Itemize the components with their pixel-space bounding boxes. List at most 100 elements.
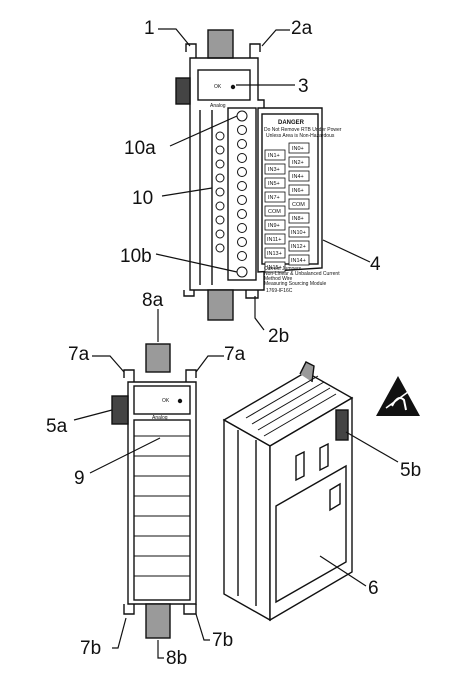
danger-line-1: Do Not Remove RTB Under Power (264, 127, 342, 133)
terminal-point (215, 229, 225, 239)
iso-front-face (223, 418, 271, 622)
bottom-ok-led-icon (177, 398, 183, 404)
iso-side-connector (335, 409, 349, 441)
top-bottom-bracket (183, 290, 259, 299)
callout-7a-right: 7a (224, 344, 246, 365)
terminal-screw (236, 110, 248, 122)
callout-10a: 10a (124, 138, 156, 159)
ok-led-icon (230, 84, 236, 90)
terminal-label-left: IN15+ (267, 265, 282, 271)
terminal-label-right: IN8+ (292, 216, 304, 222)
top-din-latch-upper (207, 29, 234, 59)
callout-5a: 5a (46, 416, 68, 437)
top-din-latch-lower (207, 289, 234, 321)
top-module-body (189, 57, 265, 291)
bottom-analog-label: Analog (152, 415, 168, 421)
bottom-line-4: Measuring Sourcing Module (264, 281, 326, 287)
iso-side-face (269, 396, 353, 622)
part-number: 1769-IF16C (266, 288, 293, 294)
top-ok-label: OK (214, 84, 222, 90)
terminal-label-right: IN12+ (291, 244, 306, 250)
bottom-ok-label: OK (162, 398, 170, 404)
terminal-point (215, 159, 225, 169)
iso-top-latch (299, 361, 315, 383)
callout-5b: 5b (400, 460, 421, 481)
iso-lower-latch (329, 482, 341, 512)
bottom-module (111, 343, 197, 639)
iso-leaders (319, 431, 399, 587)
callout-9: 9 (74, 468, 85, 489)
callout-3: 3 (298, 76, 309, 97)
bottom-line-2: Non-Linear & Unbalanced Current (264, 271, 340, 277)
bottom-line-1: Current Jumpers (264, 266, 302, 272)
terminal-point (215, 215, 225, 225)
callout-7b-left: 7b (80, 638, 101, 659)
bottom-upper-bracket (123, 369, 197, 382)
terminal-screw (237, 223, 247, 233)
terminal-block (227, 107, 257, 281)
bottom-din-latch-lower (145, 603, 171, 639)
callout-2b: 2b (268, 326, 289, 347)
callout-8a: 8a (142, 290, 164, 311)
callout-2a: 2a (291, 18, 313, 39)
terminal-label-left: IN3+ (268, 167, 280, 173)
terminal-label-left: IN11+ (267, 237, 281, 243)
door-slats (134, 435, 190, 577)
terminal-point (215, 145, 225, 155)
terminal-screw (237, 251, 247, 261)
top-analog-label: Analog (210, 103, 226, 109)
terminal-label-left: COM (268, 209, 281, 215)
bottom-line-3: Method Wire (264, 276, 293, 282)
terminal-screw (237, 181, 247, 191)
top-leaders (155, 28, 371, 331)
callout-10b: 10b (120, 246, 152, 267)
terminal-screw (237, 167, 247, 177)
terminal-label-right: IN10+ (291, 230, 306, 236)
callout-6: 6 (368, 578, 379, 599)
terminal-screws (215, 110, 248, 278)
terminal-label-left: IN1+ (268, 153, 280, 159)
terminal-screw (237, 195, 247, 205)
iso-label-panel (275, 464, 347, 604)
terminal-label-right: IN14+ (291, 258, 306, 264)
terminal-label-right: IN4+ (292, 174, 304, 180)
callout-10: 10 (132, 188, 153, 209)
terminal-point (215, 243, 225, 253)
terminal-label-left: IN9+ (268, 223, 280, 229)
terminal-label-left: IN7+ (268, 195, 280, 201)
terminal-screw (237, 153, 247, 163)
terminal-point (215, 131, 225, 141)
terminal-point (215, 187, 225, 197)
danger-title: DANGER (278, 120, 305, 126)
terminal-label-right: IN0+ (292, 146, 304, 152)
bottom-lower-bracket (123, 604, 197, 615)
terminal-point (215, 173, 225, 183)
top-bus-bracket (185, 43, 261, 58)
iso-top-ribs (245, 375, 337, 437)
bottom-door (133, 419, 191, 601)
terminal-label-left: IN5+ (268, 181, 280, 187)
callout-7b-right: 7b (212, 630, 233, 651)
bottom-leaders (73, 309, 224, 659)
terminal-point (215, 201, 225, 211)
terminal-label-right: COM (292, 202, 305, 208)
terminal-screw (236, 266, 248, 278)
terminal-screw (237, 125, 247, 135)
terminal-labels (264, 142, 310, 273)
bottom-bus-connector (111, 395, 129, 425)
isometric-module (222, 361, 354, 622)
callout-4: 4 (370, 254, 381, 275)
bottom-din-latch-upper (145, 343, 171, 373)
danger-line-2: Unless Area is Non-Hazardous (266, 133, 335, 139)
bottom-status-window (133, 385, 191, 415)
terminal-screw (237, 209, 247, 219)
callout-8b: 8b (166, 648, 187, 669)
terminal-label-left: IN13+ (267, 251, 282, 257)
terminal-label-right: IN2+ (292, 160, 304, 166)
terminal-screw (237, 139, 247, 149)
callout-1: 1 (144, 18, 155, 39)
esd-warning-icon (376, 376, 420, 416)
terminal-label-right: IN6+ (292, 188, 304, 194)
iso-mount-tab (295, 450, 305, 482)
